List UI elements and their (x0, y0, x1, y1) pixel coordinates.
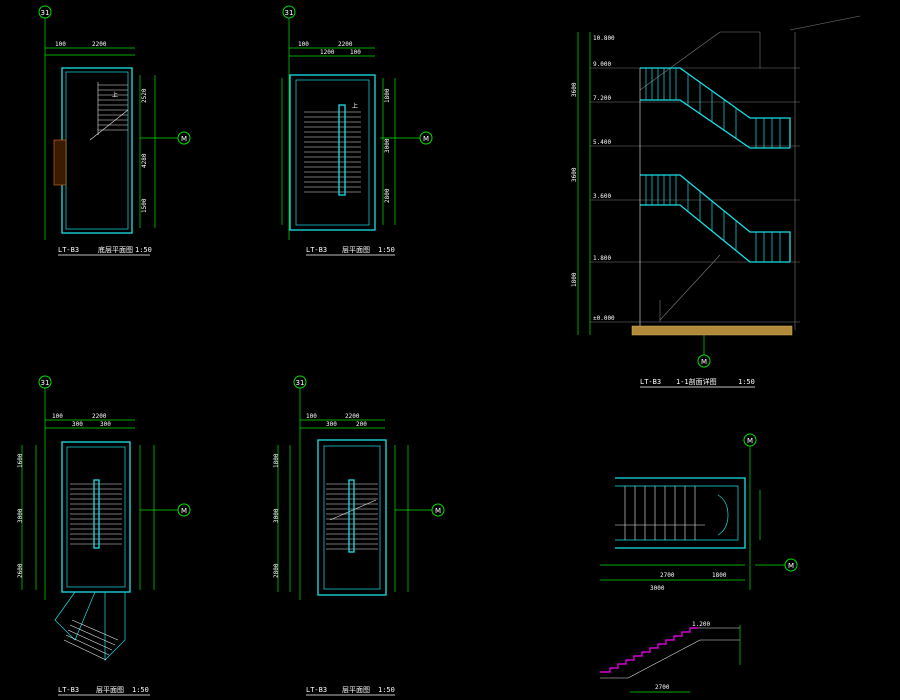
plan2-subtitle: 层平面图 (342, 246, 370, 254)
plan3-title: LT-B3 (58, 686, 79, 694)
plan4-scale: 1:50 (378, 686, 395, 694)
plan4-subtitle: 层平面图 (342, 686, 370, 694)
detail-section: 1.200 2700 (600, 621, 741, 693)
plan2-title: LT-B3 (306, 246, 327, 254)
section-scale: 1:50 (738, 378, 755, 386)
axis-label-M: M (181, 507, 187, 515)
axis-bubble-M (784, 558, 798, 572)
plan-1: 31 100 2200 上 M 2520 4280 1500 LT-B3 底层平… (38, 5, 191, 256)
ground-slab (631, 325, 793, 336)
plan1-dim-side-1: 2520 (141, 88, 148, 103)
plan1-title: LT-B3 (58, 246, 79, 254)
plan4-dim-2: 300 (326, 421, 337, 428)
level-5: 3.600 (593, 193, 611, 200)
plan2-dim-side-3: 2800 (384, 188, 391, 203)
detail2-dim-2: 2700 (655, 684, 670, 691)
plan-2: 31 100 1200 100 2200 上 M 1800 3000 2 (281, 5, 433, 256)
plan3-subtitle: 层平面图 (96, 686, 124, 694)
detail1-dim-3: 3000 (650, 585, 665, 592)
stair-enclosure (61, 441, 131, 593)
plan3-dim-side-3: 2600 (17, 563, 24, 578)
plan1-dim-1: 100 (55, 41, 66, 48)
plan2-dim-1: 100 (298, 41, 309, 48)
plan1-up: 上 (112, 91, 118, 99)
plan1-dim-2: 2200 (92, 41, 107, 48)
plan3-scale: 1:50 (132, 686, 149, 694)
plan-4: 31 100 300 200 2200 M 1800 3000 2800 L (273, 375, 445, 696)
level-6: 1.800 (593, 255, 611, 262)
level-3: 7.200 (593, 95, 611, 102)
plan-3: 31 100 300 300 2200 M (17, 375, 191, 696)
plan4-dim-side-1: 1800 (273, 453, 280, 468)
axis-bubble-M (431, 503, 445, 517)
door-swing (717, 494, 729, 536)
wall-hatch (53, 139, 67, 186)
plan1-dim-side-3: 1500 (141, 198, 148, 213)
level-4: 5.400 (593, 139, 611, 146)
plan2-dim-4: 2200 (338, 41, 353, 48)
plan2-scale: 1:50 (378, 246, 395, 254)
axis-label-31: 31 (41, 379, 50, 387)
section-subtitle: 1-1剖面详图 (676, 377, 717, 386)
stair-enclosure (317, 439, 387, 596)
detail-outline (615, 477, 746, 549)
axis-label-31: 31 (285, 9, 294, 17)
axis-label-31: 31 (41, 9, 50, 17)
plan4-dim-3: 200 (356, 421, 367, 428)
axis-bubble-M (697, 354, 711, 368)
plan3-dim-side-2: 3000 (17, 508, 24, 523)
handrail-well (338, 104, 346, 196)
section-dim-3: 1800 (571, 272, 578, 287)
axis-label-M: M (435, 507, 441, 515)
axis-label-M: M (701, 358, 707, 366)
plan3-dim-2: 300 (72, 421, 83, 428)
plan1-subtitle: 底层平面图 (98, 245, 133, 254)
plan3-dim-4: 2200 (92, 413, 107, 420)
section-title: LT-B3 (640, 378, 661, 386)
detail1-dim-1: 2700 (660, 572, 675, 579)
handrail-well (348, 479, 355, 553)
axis-label-M: M (788, 562, 794, 570)
stair-nosing (600, 627, 698, 673)
axis-label-M: M (181, 135, 187, 143)
axis-bubble-M (419, 131, 433, 145)
axis-label-31: 31 (296, 379, 305, 387)
detail-plan: M M 2700 1800 3000 (600, 433, 798, 592)
handrail-well (93, 479, 100, 549)
plan3-dim-3: 300 (100, 421, 111, 428)
axis-label-M: M (747, 437, 753, 445)
detail2-dim-1: 1.200 (692, 621, 710, 628)
stair-enclosure (61, 67, 133, 234)
plan3-dim-1: 100 (52, 413, 63, 420)
detail1-dim-2: 1800 (712, 572, 727, 579)
stair-flight-lower (640, 174, 791, 263)
level-1: 10.800 (593, 35, 615, 42)
plan2-dim-side-2: 3000 (384, 138, 391, 153)
plan4-title: LT-B3 (306, 686, 327, 694)
axis-bubble-M (177, 503, 191, 517)
section-1-1: M 10.800 9.000 7.200 5.400 3.600 1.800 ±… (571, 15, 861, 388)
plan4-dim-4: 2200 (345, 413, 360, 420)
level-2: 9.000 (593, 61, 611, 68)
stair-flight-upper (640, 67, 791, 149)
plan4-dim-1: 100 (306, 413, 317, 420)
plan2-dim-side-1: 1800 (384, 88, 391, 103)
stair-enclosure (289, 74, 376, 231)
plan4-dim-side-2: 3000 (273, 508, 280, 523)
plan2-dim-2: 1200 (320, 49, 335, 56)
section-dim-2: 3600 (571, 167, 578, 182)
level-7: ±0.000 (593, 315, 615, 322)
plan1-dim-side-2: 4280 (141, 153, 148, 168)
plan2-dim-3: 100 (350, 49, 361, 56)
section-dim-1: 3600 (571, 82, 578, 97)
plan2-up: 上 (352, 102, 358, 110)
axis-label-M: M (423, 135, 429, 143)
plan1-scale: 1:50 (135, 246, 152, 254)
plan4-dim-side-3: 2800 (273, 563, 280, 578)
axis-bubble-M (177, 131, 191, 145)
plan3-dim-side-1: 1600 (17, 453, 24, 468)
